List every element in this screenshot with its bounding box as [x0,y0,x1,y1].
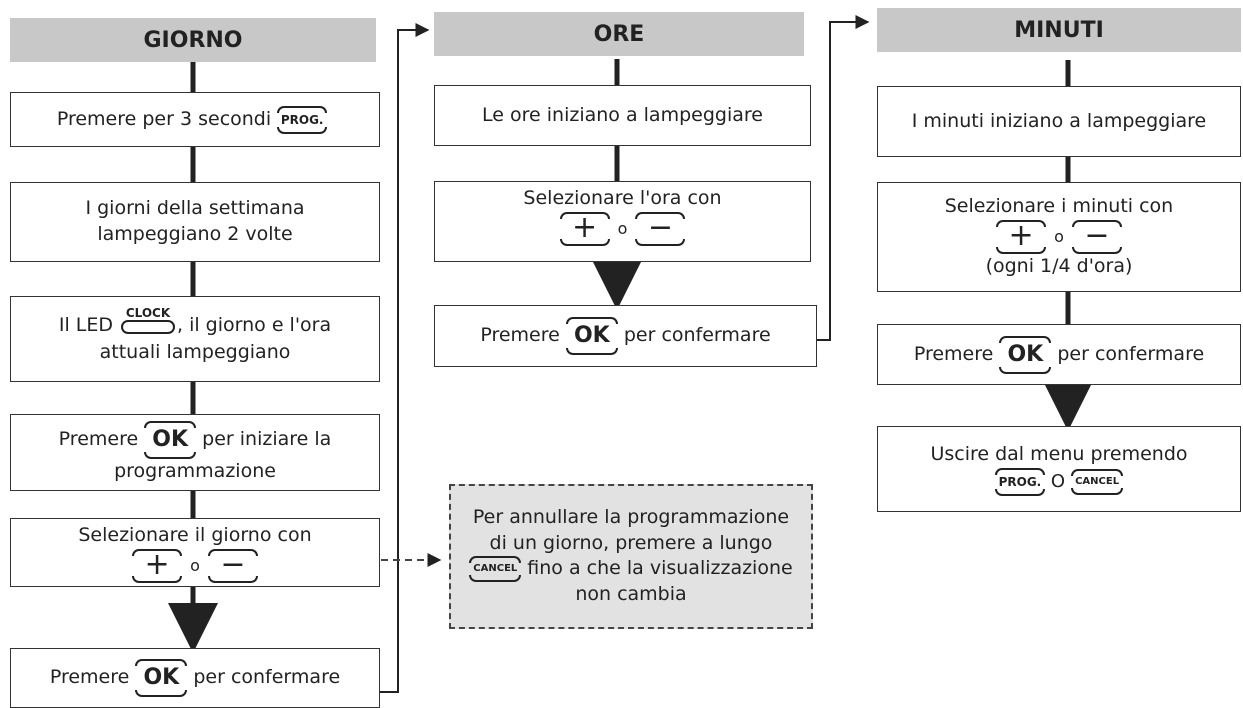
header-ore-label: ORE [593,21,645,47]
step-text: Uscire dal menu premendo [930,443,1188,466]
giorno-step-ok-confirm: Premere OK per confermare [10,648,380,708]
step-text: I minuti iniziano a lampeggiare [911,109,1207,132]
link-ore-minuti [817,15,870,341]
giorno-step-clock-led: Il LED CLOCK , il giorno e l'ora attuali… [10,296,380,382]
minuti-step-ok-confirm: Premere OK per confermare [877,324,1241,385]
minuti-step-exit-menu: Uscire dal menu premendo PROG. O CANCEL [877,426,1241,512]
giorno-step-select-day: Selezionare il giorno con + o − [10,518,380,587]
cancel-button-icon: CANCEL [469,556,522,583]
header-minuti-label: MINUTI [1014,17,1104,43]
step-line: programmazione [114,459,276,482]
step-text: Selezionare i minuti con [944,195,1174,218]
step-text: Le ore iniziano a lampeggiare [482,103,763,126]
plus-button-icon: + [559,211,610,246]
minus-button-icon: − [1071,220,1122,254]
ok-button-icon: OK [144,420,197,459]
header-minuti: MINUTI [877,8,1241,52]
note-line: non cambia [575,583,687,606]
step-text-prefix: Premere [58,427,139,450]
or-label: o [1054,227,1064,247]
header-giorno: GIORNO [10,18,376,62]
step-text: Selezionare il giorno con [78,524,312,546]
step-text-suffix: per confermare [193,666,341,689]
step-text-prefix: Premere [49,666,130,689]
plus-button-icon: + [132,548,183,583]
ok-button-icon: OK [565,317,618,355]
step-line: I giorni della settimana [85,197,305,220]
header-ore: ORE [434,12,804,56]
ore-step-ok-confirm: Premere OK per confermare [434,305,817,367]
step-text-suffix: per iniziare la [202,427,332,450]
plus-button-icon: + [996,220,1047,254]
step-text-prefix: Premere [913,342,994,365]
minuti-step-minutes-blink: I minuti iniziano a lampeggiare [877,86,1241,157]
step-text: Selezionare l'ora con [523,187,722,209]
step-note: (ogni 1/4 d'ora) [985,255,1133,277]
step-text-suffix: per confermare [1057,342,1205,365]
prog-button-icon: PROG. [994,467,1045,496]
ore-step-hours-blink: Le ore iniziano a lampeggiare [434,85,811,146]
step-line: lampeggiano 2 volte [97,223,293,245]
step-line: attuali lampeggiano [99,340,291,363]
step-text: Premere per 3 secondi [56,107,272,130]
step-text-suffix: , il giorno e l'ora [177,314,332,337]
giorno-step-ok-start: Premere OK per iniziare la programmazion… [10,414,380,491]
minus-button-icon: − [207,548,258,583]
note-line: fino a che la visualizzazione [527,557,793,580]
ok-button-icon: OK [135,659,188,697]
minus-button-icon: − [635,211,686,246]
ore-step-select-hour: Selezionare l'ora con + o − [434,181,811,262]
note-line: Per annullare la programmazione [472,506,790,529]
ok-button-icon: OK [999,335,1052,374]
step-text-prefix: Il LED [58,314,113,337]
giorno-step-long-press-prog: Premere per 3 secondi PROG. [10,92,380,147]
clock-button-icon: CLOCK [121,307,175,334]
step-text-suffix: per confermare [623,324,771,347]
step-text-prefix: Premere [480,324,560,347]
or-label: O [1050,470,1066,492]
minuti-step-select-minutes: Selezionare i minuti con + o − (ogni 1/4… [877,182,1241,292]
or-label: o [617,218,628,238]
note-line: di un giorno, premere a lungo [489,531,773,554]
prog-button-icon: PROG. [277,105,328,134]
header-giorno-label: GIORNO [143,27,243,53]
or-label: o [190,555,200,575]
cancel-button-icon: CANCEL [1071,468,1124,495]
cancel-programming-note: Per annullare la programmazione di un gi… [449,484,813,629]
link-giorno-ore [380,23,430,693]
giorno-step-days-blink: I giorni della settimana lampeggiano 2 v… [10,182,380,262]
